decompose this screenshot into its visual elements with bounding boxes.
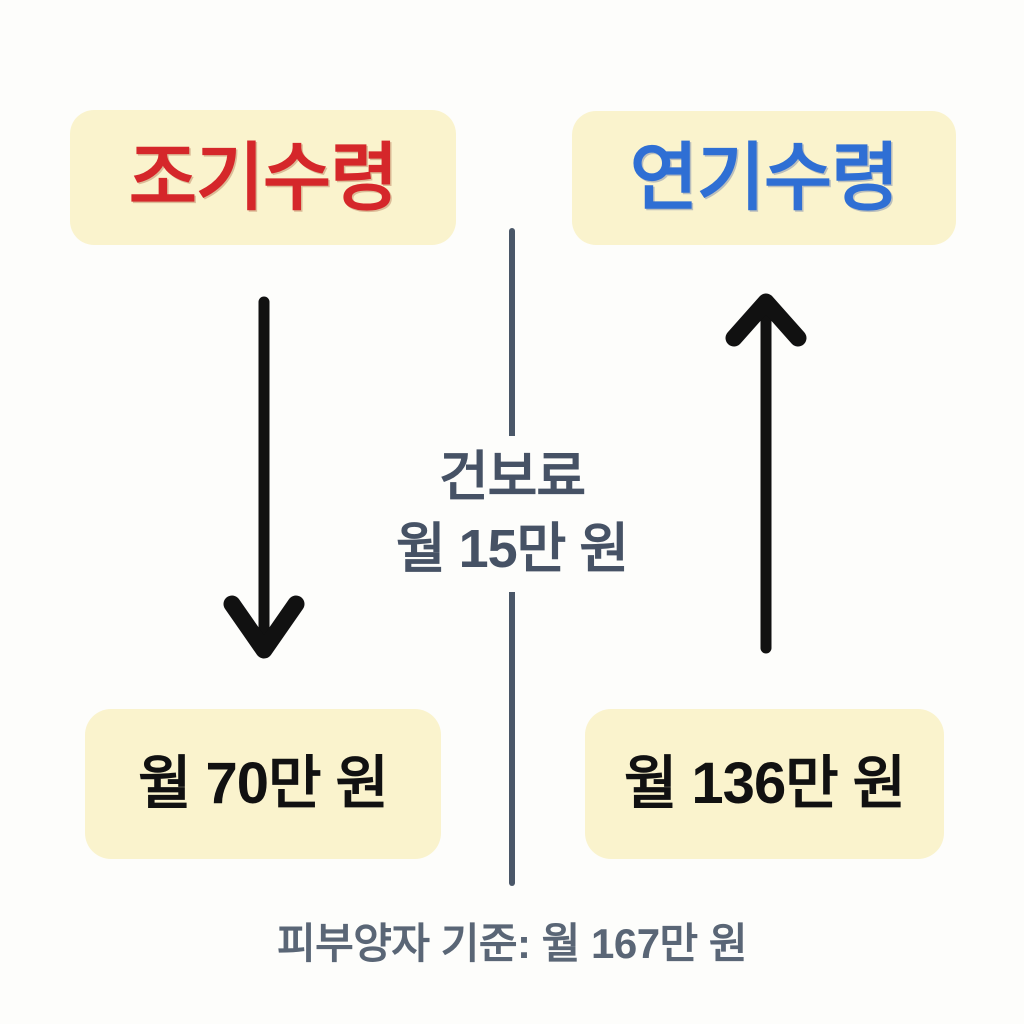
arrow-down-icon <box>216 292 312 667</box>
health-insurance-premium-note: 건보료 월 15만 원 <box>282 436 742 592</box>
premium-note-line-1: 건보료 <box>438 447 586 507</box>
deferred-claim-header-chip: 연기수령 <box>572 111 956 245</box>
premium-note-line-2: 월 15만 원 <box>395 518 629 579</box>
deferred-claim-amount-chip: 월 136만 원 <box>585 709 944 859</box>
early-claim-header-label: 조기수령 <box>128 135 398 219</box>
early-claim-amount-label: 월 70만 원 <box>138 751 389 816</box>
deferred-claim-amount-label: 월 136만 원 <box>623 751 906 816</box>
arrow-up-icon <box>718 292 814 667</box>
early-claim-amount-chip: 월 70만 원 <box>85 709 441 859</box>
deferred-claim-header-label: 연기수령 <box>629 136 899 219</box>
dependent-threshold-footnote: 피부양자 기준: 월 167만 원 <box>277 920 748 967</box>
early-claim-header-chip: 조기수령 <box>70 110 456 245</box>
